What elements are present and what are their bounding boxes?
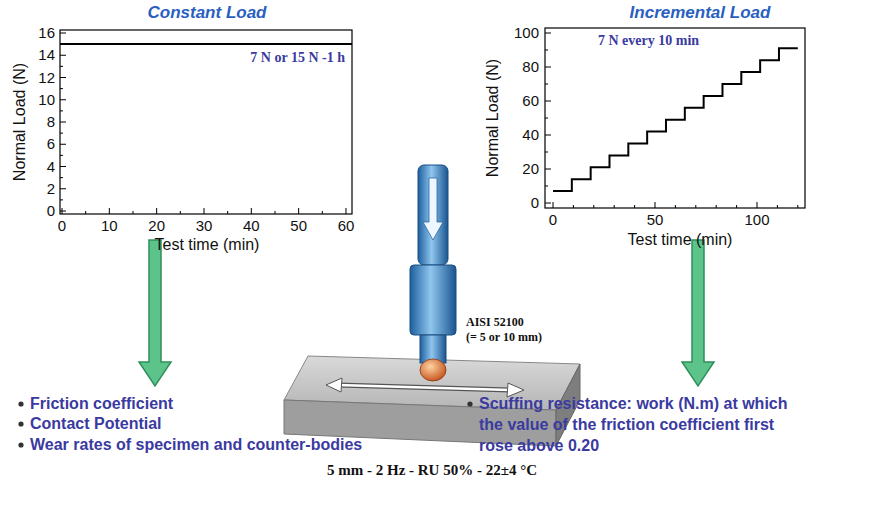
tick-label: 4 (47, 158, 55, 175)
tick-label: 0 (47, 202, 55, 219)
plot-frame (545, 28, 805, 208)
stroke-arrow (326, 378, 524, 397)
tick-label: 100 (744, 211, 769, 228)
down-arrow (139, 240, 171, 386)
pin-holder (410, 165, 456, 381)
tick-label: 80 (522, 58, 539, 75)
material-label: AISI 52100 (466, 316, 524, 330)
tick-label: 6 (47, 136, 55, 153)
diameter-label: (= 5 or 10 mm) (466, 331, 542, 345)
tick-label: 16 (38, 24, 55, 41)
down-arrow (682, 240, 714, 386)
tick-label: 14 (38, 47, 55, 64)
load-line (60, 43, 352, 45)
tick-label: 50 (647, 211, 664, 228)
test-conditions: 5 mm - 2 Hz - RU 50% - 22±4 °C (327, 462, 537, 479)
axis-label: Test time (min) (628, 231, 733, 249)
result-item: Wear rates of specimen and counter-bodie… (30, 434, 362, 455)
axis-label: Normal Load (N) (484, 59, 502, 177)
tick-label: 0 (531, 194, 539, 211)
axis-label: Test time (min) (155, 236, 260, 254)
tick-label: 40 (522, 126, 539, 143)
plot-frame (60, 30, 352, 214)
tick-label: 20 (522, 160, 539, 177)
result-item: Contact Potential (30, 413, 162, 434)
tick-label: 8 (47, 113, 55, 130)
chart-title: Incremental Load (630, 3, 771, 23)
tick-label: 60 (338, 217, 355, 234)
tick-label: 100 (514, 24, 539, 41)
result-item: Scuffing resistance: work (N.m) at which… (479, 393, 797, 456)
tick-label: 30 (196, 217, 213, 234)
tick-label: 2 (47, 180, 55, 197)
tick-label: 10 (101, 217, 118, 234)
tick-label: 10 (38, 91, 55, 108)
chart-title: Constant Load (148, 3, 267, 23)
bullet-dot (467, 401, 472, 406)
tick-label: 20 (148, 217, 165, 234)
load-steps (553, 48, 798, 191)
tick-label: 0 (58, 217, 66, 234)
tick-label: 60 (522, 92, 539, 109)
bullet-dot (18, 421, 23, 426)
chart-note: 7 N or 15 N -1 h (250, 50, 345, 66)
bullet-dot (18, 442, 23, 447)
tick-label: 0 (549, 211, 557, 228)
tick-label: 50 (290, 217, 307, 234)
tick-label: 12 (38, 69, 55, 86)
tick-label: 40 (243, 217, 260, 234)
axis-label: Normal Load (N) (11, 63, 29, 181)
chart-note: 7 N every 10 min (598, 33, 699, 49)
bullet-dot (18, 401, 23, 406)
result-item: Friction coefficient (30, 393, 173, 414)
